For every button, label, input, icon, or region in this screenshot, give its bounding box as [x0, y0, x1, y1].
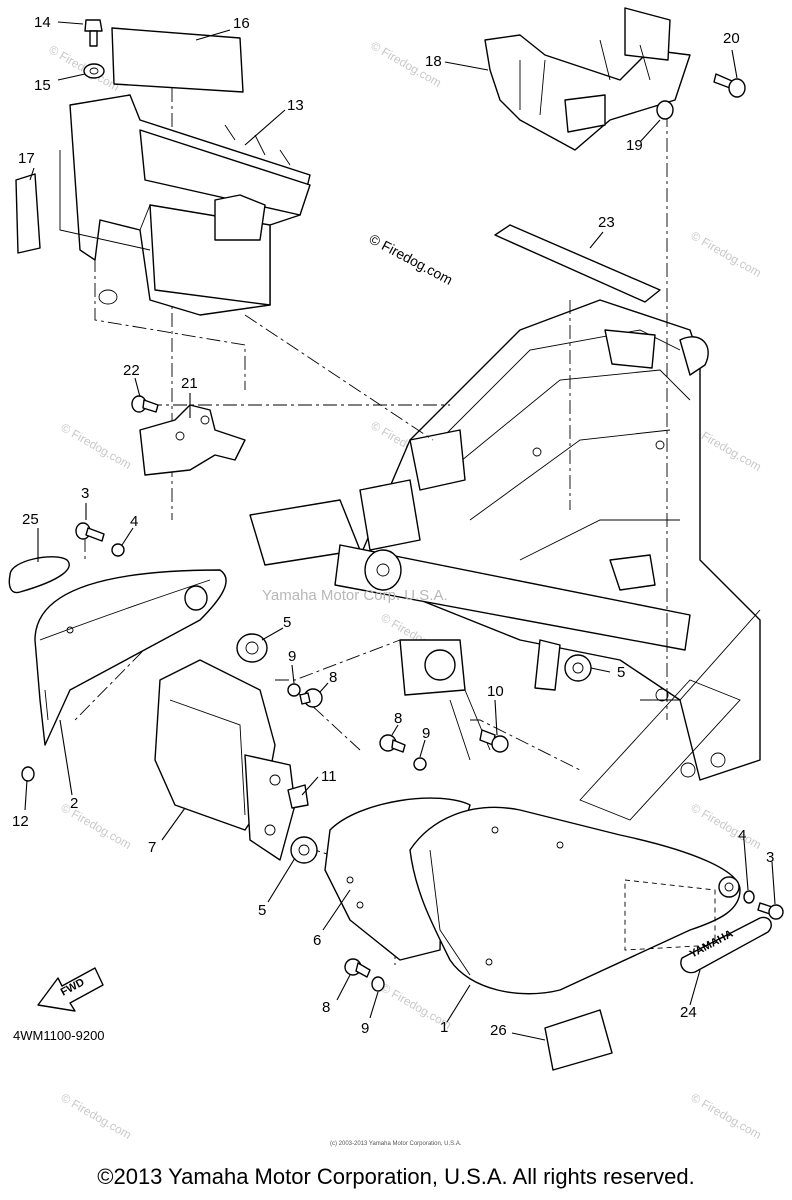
watermark: © Firedog.com	[689, 1090, 764, 1142]
callout-26: 26	[490, 1022, 507, 1039]
washer-12	[21, 766, 35, 782]
strip-17	[15, 173, 41, 254]
callout-10: 10	[487, 683, 504, 700]
callout-22: 22	[123, 362, 140, 379]
callout-5: 5	[283, 614, 291, 631]
diagram-code: 4WM1100-9200	[13, 1028, 105, 1043]
side-cover-1	[409, 806, 741, 995]
bracket-18	[484, 7, 691, 151]
grommet-5-right	[564, 654, 592, 682]
callout-8: 8	[322, 999, 330, 1016]
emblem-ring-25	[8, 556, 70, 594]
screw-3-right	[757, 902, 784, 920]
callout-19: 19	[626, 137, 643, 154]
watermark: © Firedog.com	[689, 228, 764, 280]
callout-8: 8	[394, 710, 402, 727]
callout-9: 9	[361, 1020, 369, 1037]
callout-3: 3	[766, 849, 774, 866]
callout-12: 12	[12, 813, 29, 830]
washer-9-middle	[413, 757, 427, 771]
callout-9: 9	[288, 648, 296, 665]
watermark: © Firedog.com	[59, 420, 134, 472]
bolt-8-lower	[344, 958, 371, 978]
leader-lines	[24, 21, 776, 1041]
frame-assembly	[249, 299, 761, 821]
callout-14: 14	[34, 14, 51, 31]
callout-15: 15	[34, 77, 51, 94]
callout-5: 5	[258, 902, 266, 919]
bolt-8-upper	[299, 688, 323, 708]
label-26	[544, 1009, 613, 1071]
washer-4-left	[111, 543, 125, 557]
callout-21: 21	[181, 375, 198, 392]
callout-20: 20	[723, 30, 740, 47]
bolt-22	[131, 395, 159, 413]
nut-19	[656, 100, 674, 120]
bolt-8-middle	[379, 734, 406, 753]
battery-box-13	[59, 94, 311, 316]
callout-18: 18	[425, 53, 442, 70]
screw-3-left	[75, 522, 105, 542]
washer-9-lower	[371, 976, 385, 992]
callout-4: 4	[738, 827, 746, 844]
bolt-14	[84, 19, 103, 47]
bolt-10	[479, 729, 509, 753]
callouts: 14 16 15 13 17 18 20 19 23 22 21 3 25 4 …	[12, 14, 774, 1039]
bracket-21	[139, 404, 246, 476]
washer-4-right	[743, 890, 755, 904]
watermark-maker: Yamaha Motor Corp. U.S.A.	[262, 587, 448, 604]
grommet-15	[83, 63, 105, 79]
side-cover-2	[34, 569, 227, 746]
callout-13: 13	[287, 97, 304, 114]
box-7	[154, 659, 296, 861]
pad-23	[494, 224, 661, 303]
callout-3: 3	[81, 485, 89, 502]
callout-6: 6	[313, 932, 321, 949]
callout-25: 25	[22, 511, 39, 528]
callout-9: 9	[422, 725, 430, 742]
grommet-5-lower	[290, 836, 318, 864]
clip-11	[287, 784, 309, 809]
washer-9-upper	[287, 683, 301, 697]
callout-16: 16	[233, 15, 250, 32]
grommet-5-left	[236, 633, 268, 663]
copyright-footer: ©2013 Yamaha Motor Corporation, U.S.A. A…	[97, 1164, 695, 1189]
callout-7: 7	[148, 839, 156, 856]
watermark-firedog-center: © Firedog.com	[367, 231, 456, 288]
callout-23: 23	[598, 214, 615, 231]
watermark: © Firedog.com	[689, 800, 764, 852]
fwd-arrow: FWD	[37, 967, 104, 1012]
callout-24: 24	[680, 1004, 697, 1021]
bolt-20	[713, 73, 746, 98]
callout-17: 17	[18, 150, 35, 167]
pad-16	[111, 27, 244, 93]
callout-2: 2	[70, 795, 78, 812]
callout-4: 4	[130, 513, 138, 530]
callout-1: 1	[440, 1019, 448, 1036]
watermark: © Firedog.com	[59, 1090, 134, 1142]
callout-8: 8	[329, 669, 337, 686]
callout-5: 5	[617, 664, 625, 681]
tiny-copyright: (c) 2003-2013 Yamaha Motor Corporation, …	[330, 1141, 462, 1147]
callout-11: 11	[321, 768, 337, 785]
